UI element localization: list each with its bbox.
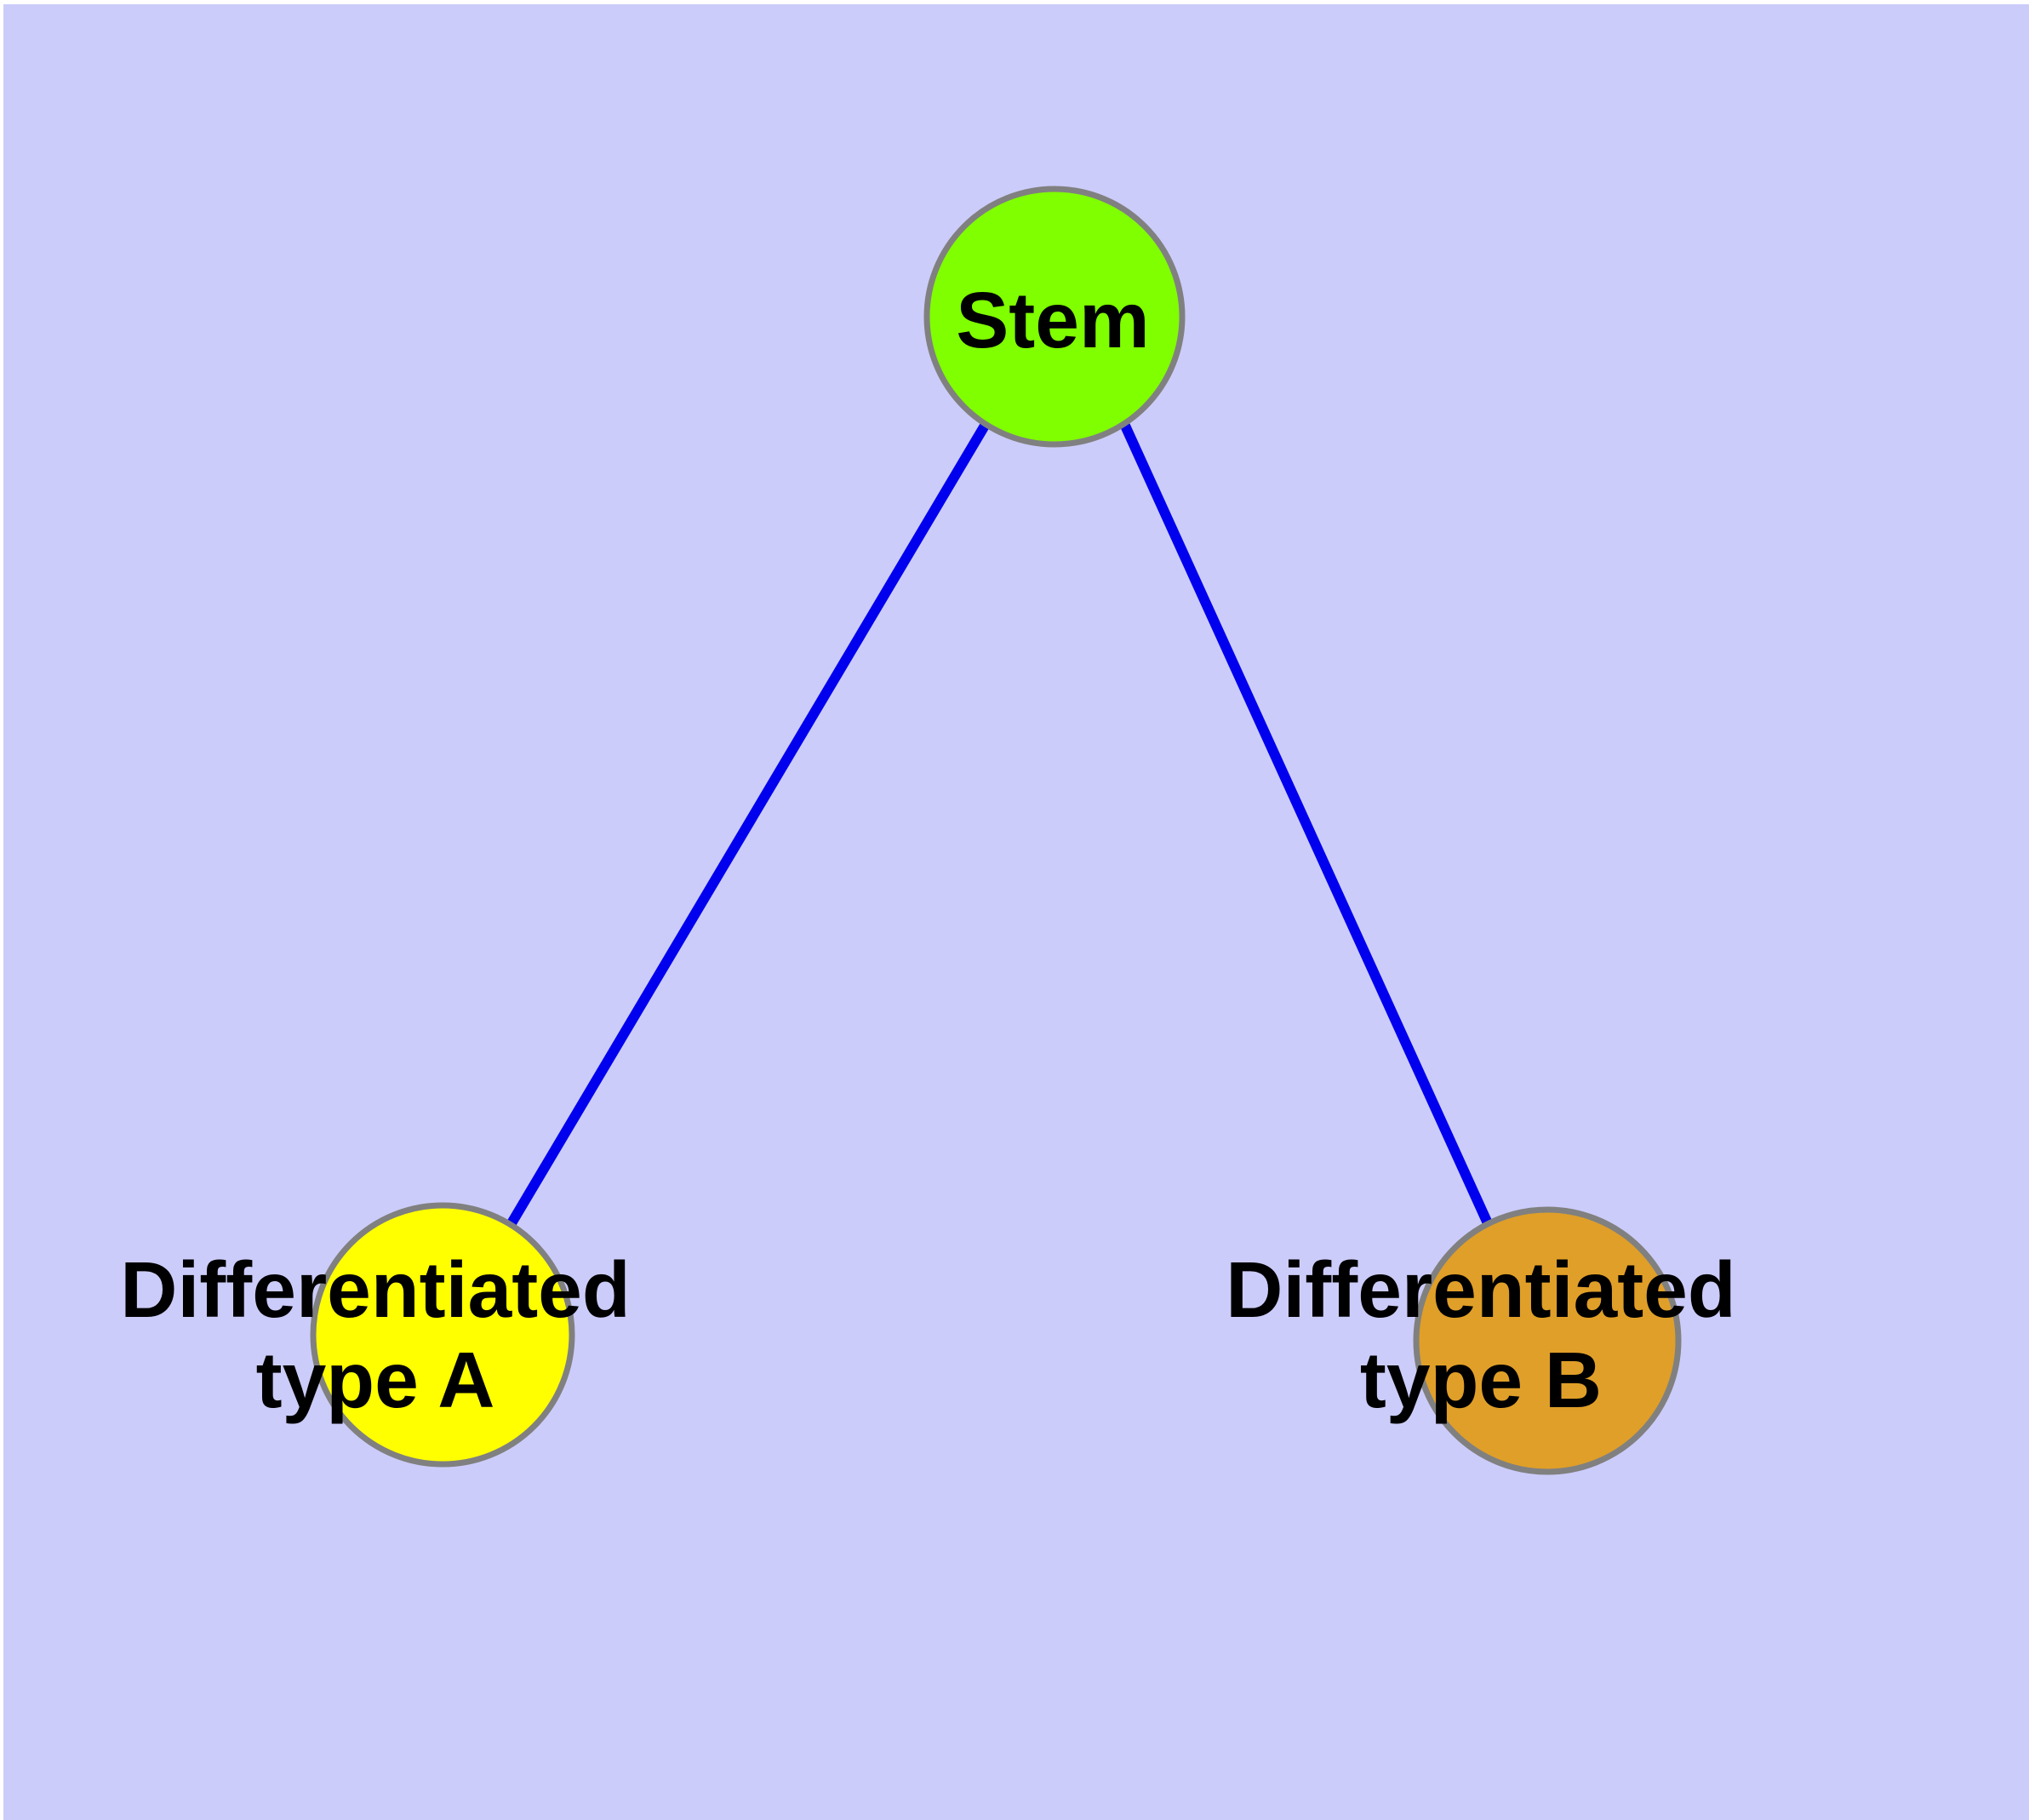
- edge-group: [506, 422, 1493, 1227]
- node-label-differentiated-type-b-line2: type B: [1360, 1336, 1602, 1424]
- node-differentiated-type-a[interactable]: [310, 1202, 575, 1468]
- node-label-group: Stem Differentiated type A Differentiate…: [120, 276, 1735, 1424]
- node-stem[interactable]: [923, 186, 1186, 448]
- node-label-stem: Stem: [956, 276, 1149, 364]
- edge-stem-to-differentiated-type-a[interactable]: [506, 422, 990, 1227]
- node-group: [310, 186, 1682, 1475]
- node-label-differentiated-type-b-line1: Differentiated: [1226, 1245, 1735, 1334]
- node-label-differentiated-type-a-line1: Differentiated: [120, 1245, 630, 1334]
- node-differentiated-type-b[interactable]: [1413, 1206, 1682, 1475]
- edge-stem-to-differentiated-type-b[interactable]: [1120, 423, 1493, 1226]
- node-label-differentiated-type-a-line2: type A: [256, 1336, 495, 1424]
